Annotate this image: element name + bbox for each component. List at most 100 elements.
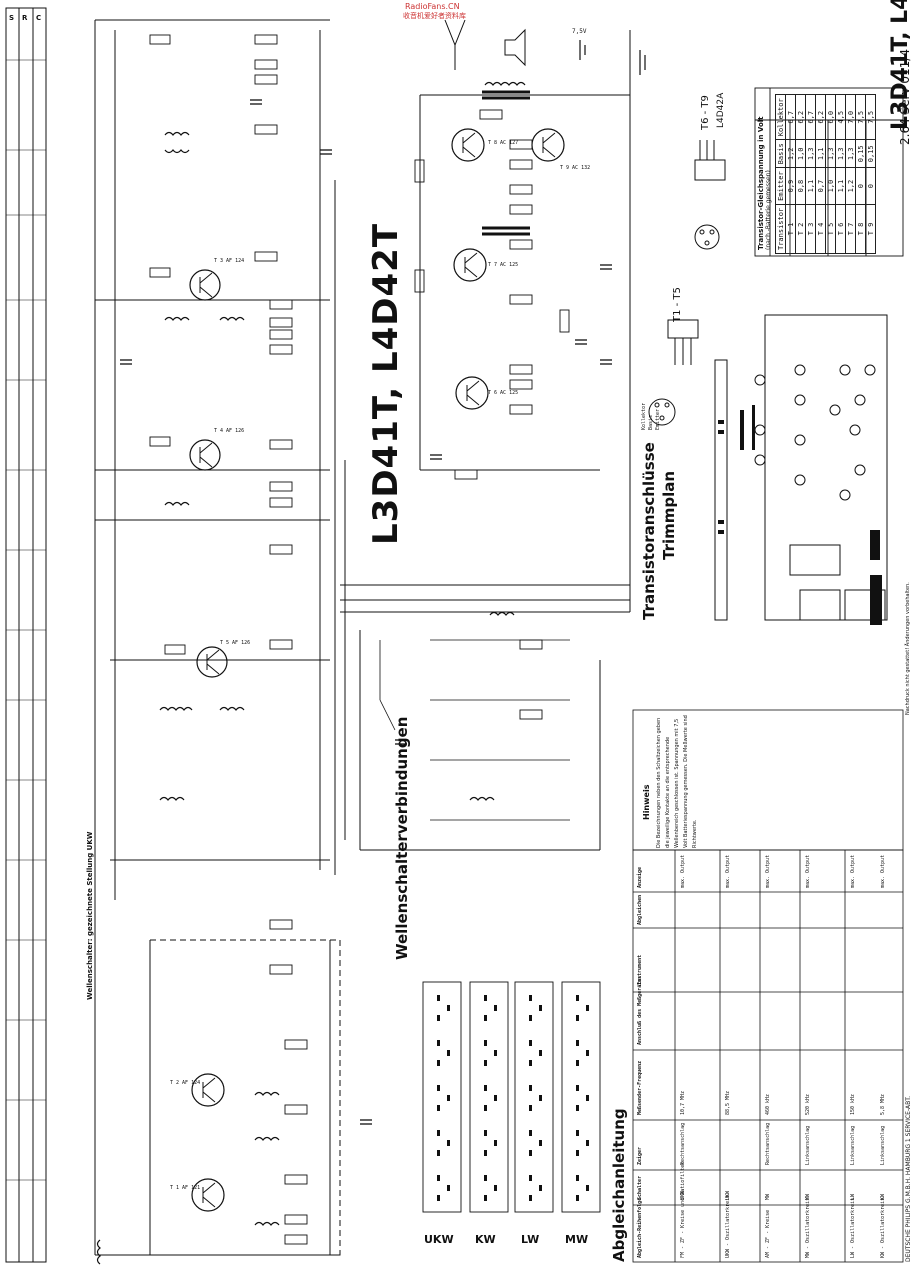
alignment-row-2-freq: 88,5 MHz	[725, 1090, 731, 1115]
alignment-row-4-freq: 520 kHz	[805, 1093, 811, 1115]
alignment-header-adjust: Abgleichen	[637, 894, 643, 925]
cell: T 2	[795, 204, 806, 254]
alignment-header-order: Abgleich-Reihenfolge	[637, 1197, 643, 1258]
cell: 1,1	[815, 139, 826, 168]
alignment-row-3-switch: MW	[765, 1193, 771, 1200]
trim-plan-heading: Trimmplan	[660, 470, 678, 560]
band-label-mw: MW	[565, 1233, 589, 1246]
cell: 0	[855, 167, 866, 205]
cell: T 3	[805, 204, 816, 254]
note-title: Hinweis	[642, 784, 651, 820]
cell: 6,0	[825, 94, 836, 140]
header-transistor: Transistor	[775, 204, 786, 254]
band-label-ukw: UKW	[424, 1233, 454, 1246]
cell: T 7	[845, 204, 856, 254]
alignment-row-5-freq: 150 kHz	[850, 1093, 856, 1115]
alignment-header-display: Anzeige	[637, 866, 643, 888]
alignment-row-5-pointer: Linksanschlag	[850, 1125, 856, 1165]
cell: 0	[865, 167, 876, 205]
switch-connections-heading: Wellenschalterverbindungen	[393, 716, 411, 960]
transistor-label-t8: T 8 AC 127	[488, 140, 519, 146]
band-label-lw: LW	[521, 1233, 540, 1246]
t6-t9-label: T6 - T9	[700, 95, 711, 130]
l4d42a-label: L4D42A	[716, 92, 726, 128]
cell: 0,9	[785, 167, 796, 205]
switch-note: Wellenschalter: gezeichnete Stellung UKW	[86, 831, 94, 1000]
alignment-row-4-step: MW - Oszillatorkreis	[805, 1197, 811, 1258]
cell: 7,5	[855, 94, 866, 140]
service-code: 2.64 Serv 011/4	[898, 49, 912, 145]
note-text: Die Bezeichnungen neben den Schaltzeiche…	[656, 715, 698, 848]
transistor-connections-heading: Transistoranschlüsse	[640, 442, 658, 620]
cell: T 1	[785, 204, 796, 254]
alignment-header-switch: Schalter	[637, 1175, 643, 1200]
alignment-row-3-freq: 460 kHz	[765, 1093, 771, 1115]
pin-label-emitter: Emitter	[655, 408, 661, 430]
alignment-header-instrument: Instrument	[637, 954, 643, 985]
cell: 6,2	[795, 94, 806, 140]
alignment-row-2-display: max. Output	[725, 854, 731, 888]
alignment-row-5-switch: LW	[850, 1193, 856, 1200]
transistor-label-t6: T 6 AC 125	[488, 390, 519, 396]
alignment-row-5-display: max. Output	[850, 854, 856, 888]
cell: 1,2	[785, 139, 796, 168]
alignment-row-3-display: max. Output	[765, 854, 771, 888]
cell: 1,1	[805, 167, 816, 205]
cell: 1,0	[825, 167, 836, 205]
cell: 7,0	[845, 94, 856, 140]
cell: T 8	[855, 204, 866, 254]
alignment-row-6-display: max. Output	[880, 854, 886, 888]
transistor-label-t1: T 1 AF 121	[170, 1185, 201, 1191]
cell: 7,5	[865, 94, 876, 140]
header-kollektor: Kollektor	[775, 94, 786, 140]
alignment-row-2-step: UKW - Oszillatorkreis	[725, 1194, 731, 1258]
page-title: L3D41T, L4D42T	[366, 222, 406, 545]
frame-letter-s: S	[9, 14, 15, 22]
cell: T 5	[825, 204, 836, 254]
alignment-header-pointer: Zeiger	[637, 1146, 643, 1165]
alignment-row-6-pointer: Linksanschlag	[880, 1125, 886, 1165]
cell: 4,5	[835, 94, 846, 140]
alignment-row-4-display: max. Output	[805, 854, 811, 888]
cell: 0,8	[795, 167, 806, 205]
alignment-row-4-switch: MW	[805, 1193, 811, 1200]
transistor-label-t5: T 5 AF 126	[220, 640, 251, 646]
alignment-header-frequency: Meßsender-Frequenz	[637, 1060, 643, 1115]
alignment-row-1-switch: UKW	[680, 1190, 686, 1200]
cell: 1,3	[825, 139, 836, 168]
watermark-title: RadioFans.CN	[405, 2, 460, 11]
voltage-table-subtitle: (nach -Batterie gemessen)	[765, 170, 772, 250]
footer-note: Nachdruck nicht gestattet! Änderungen vo…	[905, 582, 911, 715]
header-basis: Basis	[775, 139, 786, 168]
transistor-label-t2: T 2 AF 124	[170, 1080, 201, 1086]
transistor-label-t9: T 9 AC 132	[560, 165, 591, 171]
cell: T 4	[815, 204, 826, 254]
cell: 1,3	[835, 139, 846, 168]
cell: 0,15	[865, 139, 876, 168]
transistor-label-t7: T 7 AC 125	[488, 262, 519, 268]
alignment-row-4-pointer: Linksanschlag	[805, 1125, 811, 1165]
alignment-row-6-switch: KW	[880, 1193, 886, 1200]
company-name: DEUTSCHE PHILIPS G.M.B.H. HAMBURG 1 SERV…	[905, 1095, 912, 1262]
alignment-row-2-switch: UKW	[725, 1190, 731, 1200]
header-emitter: Emitter	[775, 167, 786, 205]
voltage-table-title: Transistor-Gleichspannung in Volt	[757, 116, 765, 250]
band-label-kw: KW	[475, 1233, 496, 1246]
cell: 6,7	[805, 94, 816, 140]
cell: T 9	[865, 204, 876, 254]
battery-voltage: 7,5V	[572, 28, 587, 35]
frame-letter-c: C	[36, 14, 42, 22]
alignment-row-6-step: KW - Oszillatorkreis	[880, 1197, 886, 1258]
alignment-heading: Abgleichanleitung	[610, 1108, 628, 1262]
cell: T 6	[835, 204, 846, 254]
frame-letter-r: R	[22, 14, 28, 22]
cell: 1,0	[795, 139, 806, 168]
